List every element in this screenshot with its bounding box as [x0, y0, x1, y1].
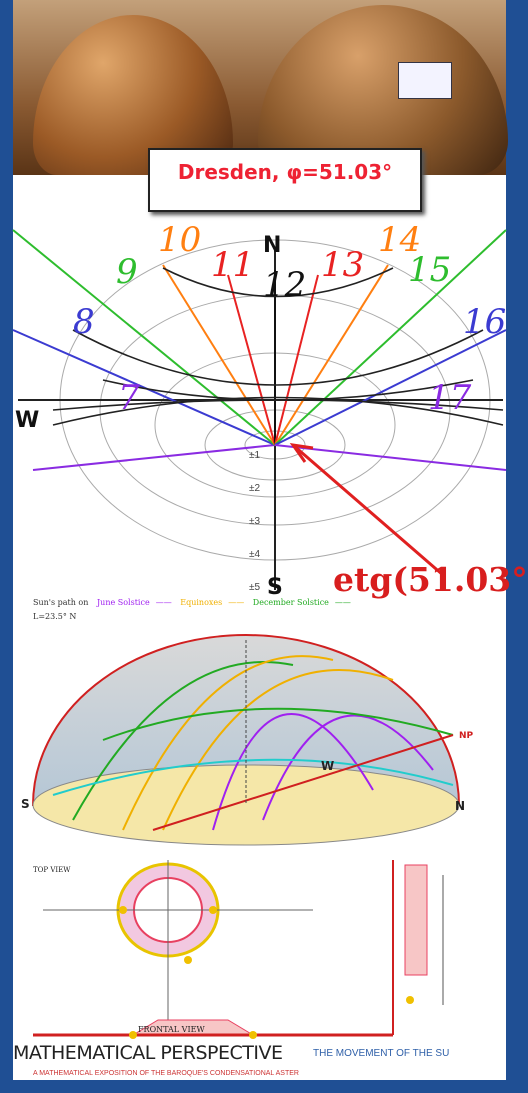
hour-label-16: 16: [463, 302, 507, 342]
legend-equinox: Equinoxes: [180, 598, 223, 607]
axis-tick-1: ±1: [249, 450, 261, 461]
axis-tick-5: ±5: [249, 582, 261, 593]
frontal-view-label: FRONTAL VIEW: [138, 1025, 205, 1034]
dome-south-label: S: [21, 797, 30, 811]
footer-subtitle: THE MOVEMENT OF THE SU: [313, 1048, 450, 1059]
axis-tick-3: ±3: [249, 516, 261, 527]
hour-ray-7: [32, 444, 276, 471]
hour-ray-17: [274, 444, 507, 471]
top-view-label: TOP VIEW: [33, 866, 71, 874]
hour-ray-9: [12, 229, 276, 446]
sundial-diagram: [12, 229, 507, 590]
etg-label: etg(51.03°: [333, 560, 528, 599]
hour-ray-13: [274, 274, 319, 446]
hour-ray-8: [12, 329, 276, 446]
footer-small-text: A MATHEMATICAL EXPOSITION OF THE BAROQUE…: [33, 1070, 299, 1077]
dome-np-label: NP: [459, 731, 474, 741]
south-label: S: [267, 575, 283, 600]
hour-label-13: 13: [321, 245, 365, 285]
hour-ray-10: [162, 264, 276, 446]
sun-path-legend: Sun's path on June Solstice—— Equinoxes—…: [33, 598, 351, 607]
legend-june: June Solstice: [96, 598, 150, 607]
axis-tick-2: ±2: [249, 483, 261, 494]
west-label: W: [15, 408, 40, 433]
latitude-label: L=23.5° N: [33, 612, 77, 621]
hour-label-10: 10: [158, 220, 202, 260]
footer-title: MATHEMATICAL PERSPECTIVE: [13, 1042, 283, 1064]
dome-west-label: W: [321, 759, 334, 773]
axis-tick-4: ±4: [249, 549, 261, 560]
location-card: Dresden, φ=51.03°: [148, 148, 422, 212]
dresden-label: Dresden, φ=51.03°: [177, 160, 393, 184]
hour-label-17: 17: [428, 378, 472, 418]
legend-title: Sun's path on: [33, 598, 89, 607]
hour-ray-11: [227, 274, 276, 446]
hour-label-8: 8: [73, 302, 95, 342]
hour-label-14: 14: [378, 220, 422, 260]
copper-bowls-photo: [13, 0, 508, 175]
hour-label-11: 11: [211, 245, 255, 285]
hour-ray-14: [274, 264, 389, 446]
celestial-dome-diagram: S N W NP: [21, 634, 474, 846]
dome-north-label: N: [455, 799, 465, 813]
hour-label-12: 12: [263, 265, 307, 305]
hour-label-9: 9: [116, 252, 138, 292]
hour-label-15: 15: [408, 250, 452, 290]
projection-views: [33, 860, 444, 1039]
legend-december: December Solstice: [252, 598, 329, 607]
hour-label-7: 7: [118, 378, 140, 418]
hour-ray-16: [274, 329, 507, 446]
hour-ray-15: [274, 229, 507, 446]
north-label: N: [263, 233, 282, 258]
